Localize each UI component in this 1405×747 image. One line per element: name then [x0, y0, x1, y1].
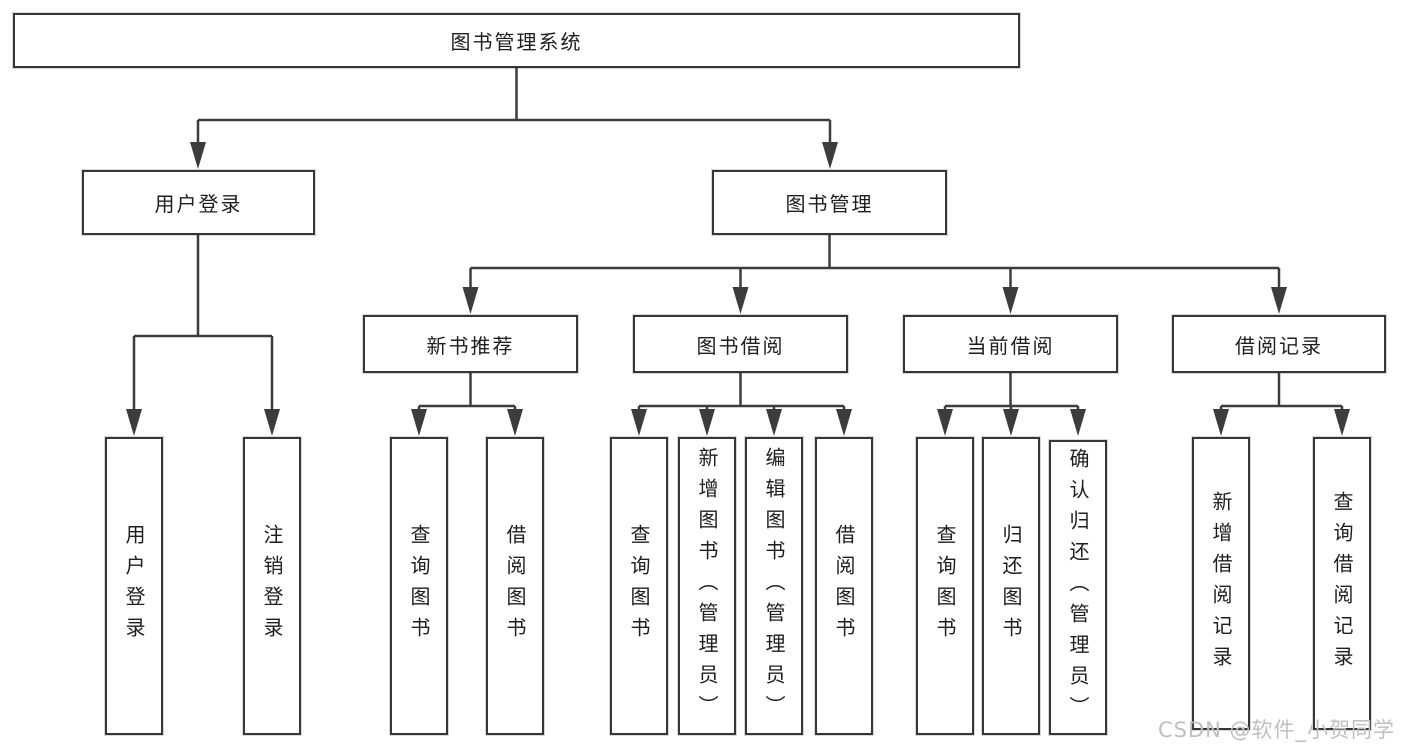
leaf-label: 查询图书: [407, 524, 431, 648]
node-book-borrowing: 图书借阅: [633, 315, 848, 373]
leaf-user-login: 用户登录: [105, 437, 163, 735]
leaf-label: 查询图书: [933, 524, 957, 648]
leaf-bb-edit-book-admin: 编辑图书（管理员）: [745, 437, 803, 735]
leaf-bb-query-books: 查询图书: [610, 437, 668, 735]
leaf-bb-add-book-admin: 新增图书（管理员）: [678, 437, 736, 735]
leaf-br-query-record: 查询借阅记录: [1313, 437, 1371, 730]
leaf-label: 借阅图书: [832, 524, 856, 648]
node-root-label: 图书管理系统: [450, 30, 583, 54]
leaf-label: 查询图书: [627, 524, 651, 648]
node-label: 图书借阅: [696, 333, 785, 358]
leaf-label: 查询借阅记录: [1330, 490, 1354, 677]
leaf-nbr-query-books: 查询图书: [390, 437, 448, 735]
node-label: 当前借阅: [966, 333, 1055, 358]
leaf-label: 借阅图书: [503, 524, 527, 648]
leaf-cb-return-books: 归还图书: [982, 437, 1040, 735]
leaf-label: 归还图书: [999, 524, 1023, 648]
leaf-label: 用户登录: [122, 524, 146, 648]
leaf-bb-borrow-books: 借阅图书: [815, 437, 873, 735]
leaf-nbr-borrow-books: 借阅图书: [486, 437, 544, 735]
leaf-label: 新增借阅记录: [1209, 490, 1233, 677]
node-user-login-branch: 用户登录: [82, 170, 315, 235]
leaf-label: 新增图书（管理员）: [695, 446, 719, 726]
leaf-label: 确认归还（管理员）: [1066, 448, 1090, 727]
node-label: 用户登录: [154, 192, 243, 216]
leaf-label: 编辑图书（管理员）: [762, 446, 786, 726]
watermark: CSDN @软件_小贺同学: [1158, 718, 1396, 742]
node-label: 图书管理: [785, 192, 874, 216]
node-borrowing-records: 借阅记录: [1172, 315, 1386, 373]
leaf-logout: 注销登录: [243, 437, 301, 735]
node-root: 图书管理系统: [13, 13, 1020, 68]
leaf-cb-query-books: 查询图书: [916, 437, 974, 735]
leaf-cb-confirm-return-admin: 确认归还（管理员）: [1049, 440, 1107, 735]
leaf-label: 注销登录: [260, 524, 284, 648]
node-label: 借阅记录: [1235, 333, 1323, 358]
node-current-borrowing: 当前借阅: [903, 315, 1118, 373]
node-book-management-branch: 图书管理: [712, 170, 947, 235]
node-new-book-recommendation: 新书推荐: [363, 315, 578, 373]
leaf-br-add-record: 新增借阅记录: [1192, 437, 1250, 730]
node-label: 新书推荐: [426, 333, 515, 358]
